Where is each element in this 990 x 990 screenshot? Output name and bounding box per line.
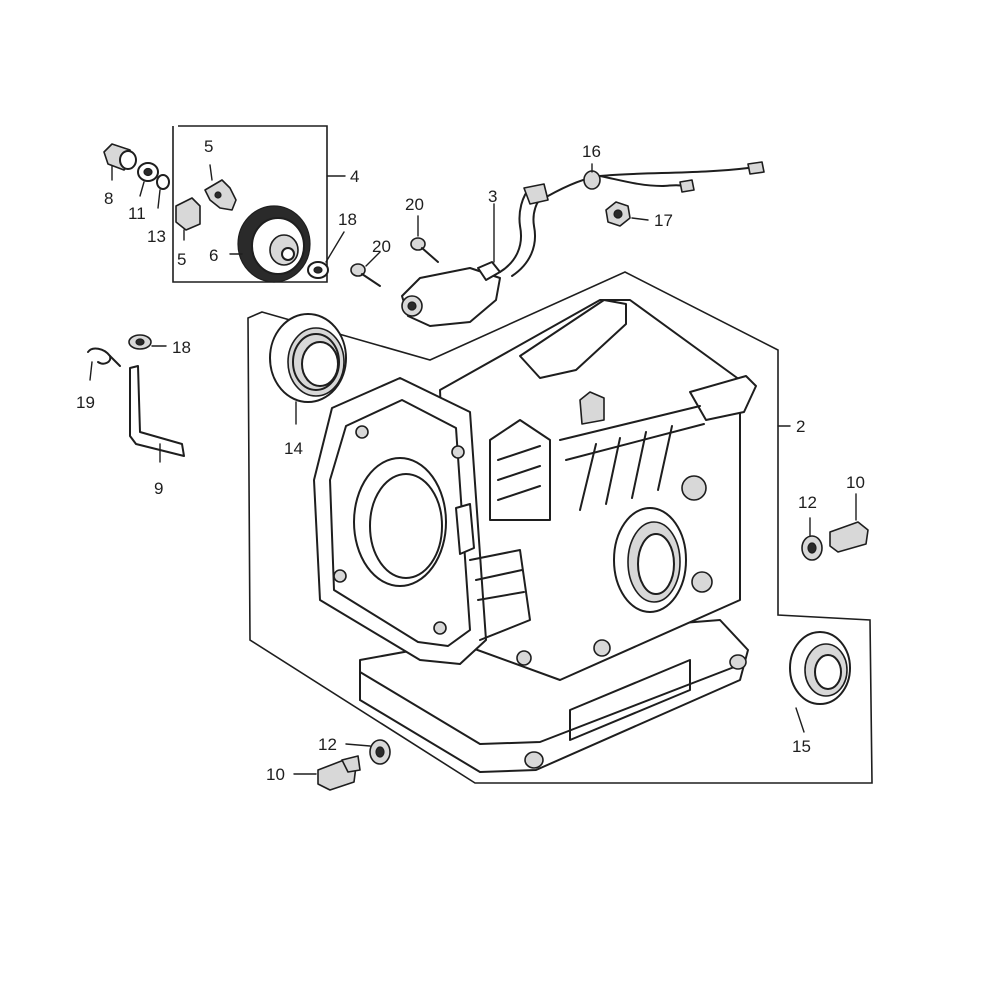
part-2-crankcase [313,299,805,773]
callout-20-lower: 20 [372,237,391,256]
callout-4: 4 [350,167,359,186]
callout-16: 16 [582,142,601,161]
part-16-wire-harness [547,161,765,197]
callout-9: 9 [154,479,163,498]
callout-5-upper: 5 [204,137,213,156]
part-20-bolt-upper [410,215,439,263]
callout-12-bottom: 12 [318,735,337,754]
callout-2: 2 [796,417,805,436]
callout-12-right: 12 [798,493,817,512]
callout-5-lower: 5 [177,250,186,269]
part-6-governor-gear [229,205,311,283]
part-10-bolt-bottom [293,755,361,791]
part-12-washer-bottom [345,739,391,765]
part-11-washer [137,162,159,197]
crankcase-group-bracket [247,271,873,784]
governor-group-bracket [172,125,346,283]
part-18-nut-lower [128,334,167,350]
part-17-nut [605,201,649,227]
part-12-washer-right [801,517,823,561]
callout-8: 8 [104,189,113,208]
part-8-pin [103,143,137,181]
callout-17: 17 [654,211,673,230]
callout-10-bottom: 10 [266,765,285,784]
part-13-clip [156,174,170,209]
callout-3: 3 [488,187,497,206]
part-15-oil-seal [789,631,851,705]
part-5-governor-slider-lower [175,197,201,241]
part-14-bearing [269,313,347,425]
part-9-governor-shaft [129,365,185,463]
callout-6: 6 [209,246,218,265]
callout-11: 11 [128,204,146,223]
callout-20-upper: 20 [405,195,424,214]
part-3-breather-cover [401,183,549,327]
callout-18-lower: 18 [172,338,191,357]
callout-10-right: 10 [846,473,865,492]
callout-labels: 8 11 13 5 5 6 4 18 20 20 3 16 17 18 19 9… [76,137,865,784]
part-19-clip [87,347,121,381]
callout-13: 13 [147,227,166,246]
callout-15: 15 [792,737,811,756]
part-18-washer-upper [307,231,345,279]
callout-19: 19 [76,393,95,412]
part-10-bolt-right [829,493,869,553]
part-20-bolt-lower [350,251,381,287]
callout-14: 14 [284,439,303,458]
callout-18-upper: 18 [338,210,357,229]
part-5-governor-arm-upper [204,164,237,211]
